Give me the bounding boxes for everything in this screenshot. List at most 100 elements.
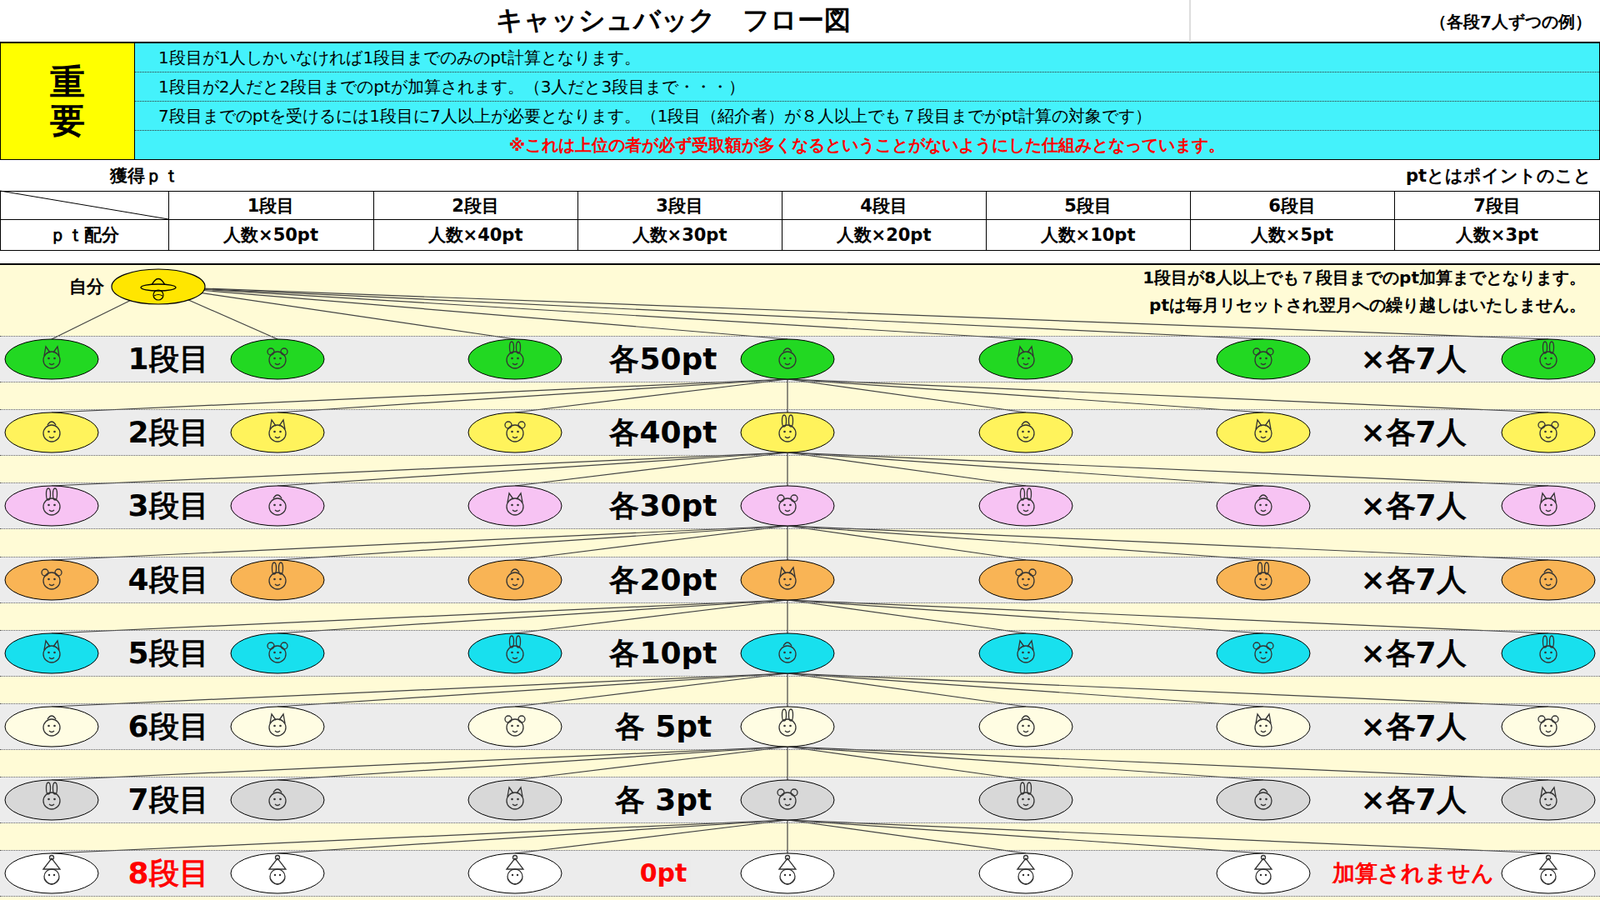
animal-mouth <box>1545 584 1551 586</box>
member-oval-shape <box>979 706 1073 747</box>
animal-head <box>1017 425 1035 442</box>
santa-pompom <box>275 855 280 860</box>
animal-head <box>269 351 286 369</box>
tree-note: 1段目が8人以上でも７段目までのpt加算までとなります。 <box>1140 266 1589 289</box>
tier-band: 8段目0pt加算されません <box>0 850 1600 897</box>
link-line <box>158 286 1264 340</box>
santa-eye <box>48 874 50 876</box>
animal-head <box>269 425 286 442</box>
member-oval-shape <box>979 853 1073 894</box>
tier-band: 6段目各 5pt×各7人 <box>0 703 1600 750</box>
animal-head <box>1255 351 1272 369</box>
animal-eye <box>1550 430 1553 434</box>
animal-eye <box>1544 430 1547 434</box>
animal-mouth <box>1023 510 1029 512</box>
animal-eye <box>1027 430 1030 434</box>
table-diagonal <box>0 190 169 220</box>
santa-beard <box>1255 878 1271 885</box>
santa-pompom <box>50 855 55 860</box>
link-line <box>787 452 1264 486</box>
tier-name: 3段目 <box>124 488 212 523</box>
animal-head <box>1540 719 1557 736</box>
animal-eye <box>783 798 786 801</box>
animal-eye <box>47 798 50 801</box>
animal-eye <box>789 357 792 360</box>
important-box: 重要 <box>0 42 135 160</box>
animal-ear <box>1551 715 1559 723</box>
member-oval <box>468 633 562 674</box>
member-oval-shape <box>1216 706 1310 747</box>
animal-head <box>506 645 524 663</box>
table-col-line <box>781 190 783 250</box>
tier-name: 8段目 <box>124 855 212 890</box>
member-oval <box>230 780 325 820</box>
animal-mouth <box>512 657 518 660</box>
animal-eye <box>516 651 520 655</box>
link-lines <box>51 286 1549 854</box>
animal-eye <box>53 725 56 728</box>
link-line <box>786 600 788 634</box>
animal-eye <box>53 504 56 507</box>
title-text: キャッシュバック フロー図 <box>0 0 1347 42</box>
animal-eye <box>1027 651 1030 655</box>
animal-mouth <box>1023 657 1029 660</box>
link-line <box>786 673 788 707</box>
link-line <box>787 600 1549 634</box>
member-oval-shape <box>979 485 1073 526</box>
animal-eye <box>279 504 282 507</box>
link-line <box>786 746 788 780</box>
animal-head <box>1255 645 1272 663</box>
band-fill <box>0 850 1600 897</box>
divider-line <box>1190 0 1191 43</box>
animal-head <box>1017 719 1035 736</box>
member-oval-shape <box>1216 780 1310 820</box>
animal-eye <box>1265 430 1268 434</box>
band-fill <box>0 482 1600 530</box>
animal-eye <box>1544 578 1547 581</box>
link-line <box>515 673 788 707</box>
allocation-cell: 人数×40pt <box>373 220 578 250</box>
animal-eye <box>1544 357 1547 360</box>
animal-mouth <box>49 584 55 586</box>
animal-ear <box>280 642 288 650</box>
tier-band: 2段目各40pt×各7人 <box>0 409 1600 456</box>
member-oval <box>740 853 835 894</box>
animal-eye <box>1550 651 1553 655</box>
animal-eye <box>1027 357 1030 360</box>
member-oval <box>5 412 99 453</box>
link-line <box>515 452 788 486</box>
vertical-heading: 重要 <box>50 62 85 140</box>
table-col-line <box>577 190 579 250</box>
animal-mouth <box>512 804 518 806</box>
santa-eye <box>1022 874 1025 876</box>
animal-eye <box>1259 578 1262 581</box>
animal-eye <box>510 725 514 728</box>
link-line <box>787 452 1549 486</box>
member-oval-shape <box>740 412 835 453</box>
member-oval-shape <box>230 633 325 674</box>
animal-eye <box>273 725 276 728</box>
animal-eye <box>510 430 514 434</box>
tier-band: 7段目各 3pt×各7人 <box>0 776 1600 824</box>
member-oval <box>740 780 835 820</box>
self-oval-shape <box>111 269 205 305</box>
allocation-cell: 人数×3pt <box>1394 220 1600 250</box>
link-line <box>787 746 1549 780</box>
animal-eye <box>516 430 520 434</box>
member-oval-shape <box>468 339 562 380</box>
member-oval <box>979 560 1073 600</box>
points-note: ptとはポイントのこと <box>1083 160 1592 191</box>
animal-ear <box>280 348 288 355</box>
animal-mouth <box>49 436 55 439</box>
santa-pompom <box>1261 855 1266 860</box>
notice-row: 7段目までのptを受けるには1段目に7人以上が必要となります。（1段目（紹介者）… <box>135 101 1600 131</box>
animal-eye <box>1544 504 1547 507</box>
member-oval <box>1216 706 1310 747</box>
member-oval <box>1501 485 1595 526</box>
link-line <box>277 746 788 780</box>
animal-eye <box>783 651 786 655</box>
warning-text: ※これは上位の者が必ず受取額が多くなるということがないようにした仕組みとなってい… <box>509 134 1225 157</box>
tier-count: ×各7人 <box>1356 415 1470 450</box>
animal-head <box>779 351 796 369</box>
